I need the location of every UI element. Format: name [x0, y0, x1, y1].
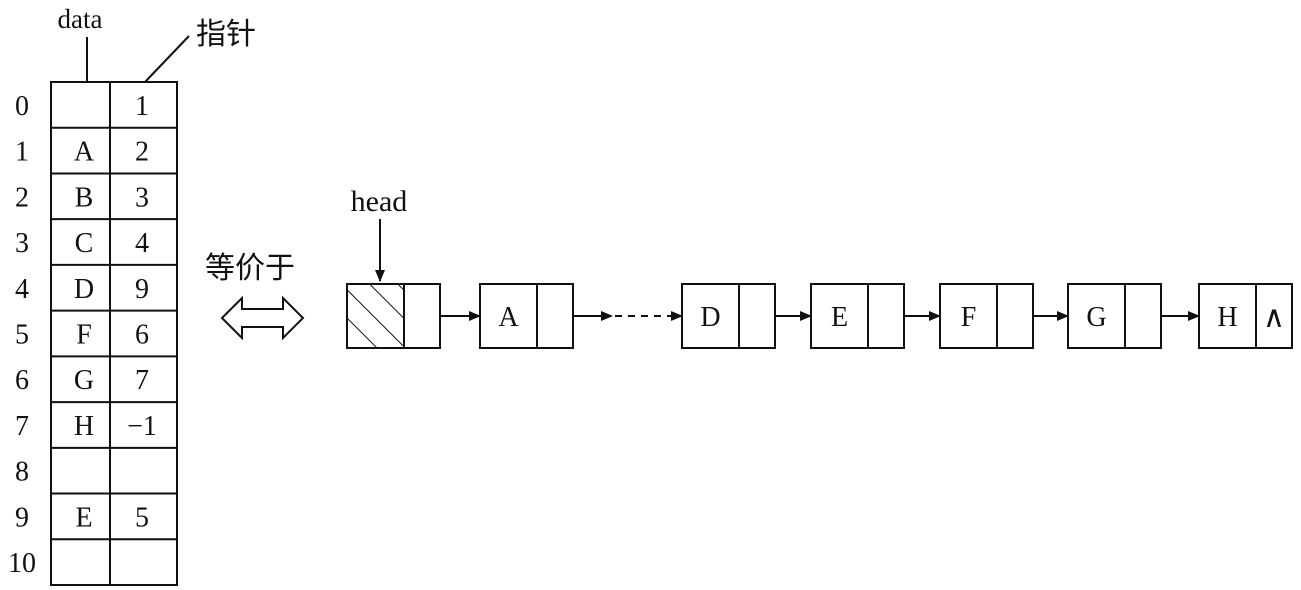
pointer-column-label: 指针 — [196, 17, 256, 52]
row-data-cell: H — [74, 411, 94, 442]
row-data-cell: E — [75, 502, 92, 533]
row-index: 6 — [15, 365, 29, 396]
row-data-cell: G — [74, 365, 94, 396]
pointer-column-pointer-line — [144, 35, 190, 83]
row-index: 1 — [15, 137, 29, 168]
row-pointer-cell: 1 — [135, 91, 149, 122]
node-data-label: D — [700, 302, 720, 333]
row-index: 10 — [8, 548, 36, 579]
node-data-label: G — [1086, 302, 1106, 333]
list-node: D — [681, 283, 776, 349]
row-index: 9 — [15, 502, 29, 533]
row-pointer-cell: 5 — [135, 502, 149, 533]
double-arrow-icon — [220, 295, 305, 341]
node-box — [479, 283, 574, 349]
static-list-table — [50, 81, 178, 586]
row-pointer-cell: 9 — [135, 274, 149, 305]
node-data-label: F — [961, 302, 977, 333]
row-index: 7 — [15, 411, 29, 442]
equivalent-label: 等价于 — [205, 251, 295, 286]
row-data-cell: D — [74, 274, 94, 305]
node-data-label: H — [1217, 302, 1237, 333]
head-label: head — [351, 185, 408, 218]
arrow-head-icon — [601, 311, 613, 321]
row-index: 8 — [15, 457, 29, 488]
hatched-head-cell — [347, 284, 404, 348]
null-pointer-symbol: ∧ — [1263, 301, 1285, 334]
row-index: 2 — [15, 182, 29, 213]
row-index: 5 — [15, 320, 29, 351]
row-index: 3 — [15, 228, 29, 259]
row-index: 4 — [15, 274, 29, 305]
row-pointer-cell: 7 — [135, 365, 149, 396]
list-node: E — [810, 283, 905, 349]
head-node — [346, 283, 441, 349]
row-data-cell: B — [75, 182, 94, 213]
list-node: A — [479, 283, 574, 349]
node-data-label: A — [498, 302, 519, 333]
row-pointer-cell: −1 — [127, 411, 157, 442]
row-index: 0 — [15, 91, 29, 122]
list-node: F — [939, 283, 1034, 349]
row-pointer-cell: 3 — [135, 182, 149, 213]
row-pointer-cell: 2 — [135, 137, 149, 168]
data-column-label: data — [58, 4, 103, 34]
linked-list-links — [440, 311, 1200, 321]
node-box — [681, 283, 776, 349]
row-data-cell: C — [75, 228, 94, 259]
node-box — [939, 283, 1034, 349]
row-pointer-cell: 6 — [135, 320, 149, 351]
row-data-cell: F — [76, 320, 92, 351]
node-box — [810, 283, 905, 349]
row-pointer-cell: 4 — [135, 228, 149, 259]
list-node: G — [1067, 283, 1162, 349]
list-node: H∧ — [1198, 283, 1293, 349]
node-data-label: E — [831, 302, 848, 333]
row-data-cell: A — [74, 137, 95, 168]
node-box — [1067, 283, 1162, 349]
